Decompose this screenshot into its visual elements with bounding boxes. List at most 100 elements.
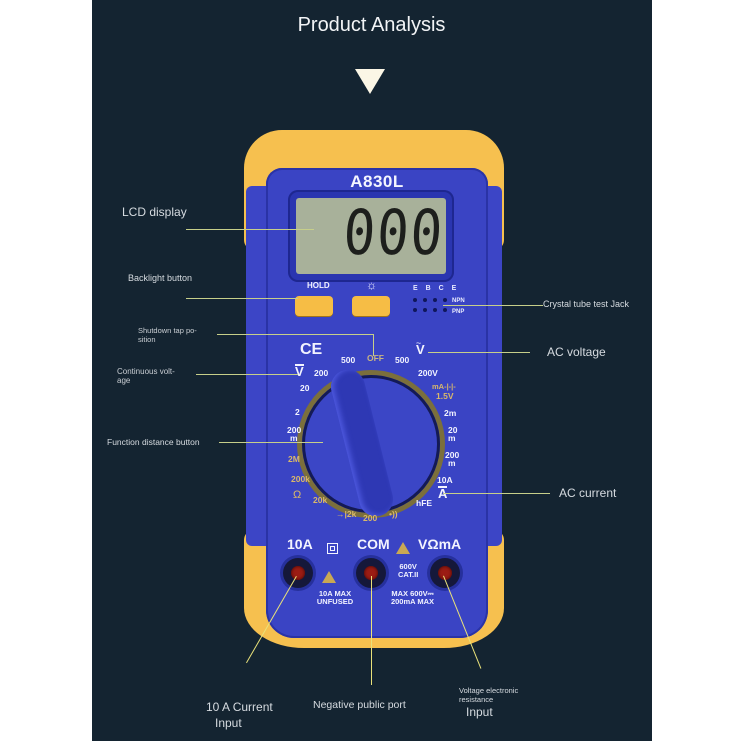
socket-hole [433, 298, 437, 302]
callout-ac-current: AC current [559, 486, 617, 500]
callout-voltage-input: Voltage electronic resistance Input [459, 686, 518, 720]
callout-lcd-display: LCD display [122, 205, 187, 219]
callout-line: Voltage electronic [459, 686, 519, 695]
dial-label: hFE [416, 498, 433, 508]
pnp-label: PNP [452, 309, 465, 315]
callout-ac-voltage: AC voltage [547, 345, 606, 359]
dial-label: 200V [418, 368, 438, 378]
socket-hole [443, 298, 447, 302]
ce-mark: CE [300, 341, 323, 358]
callout-10a-input: 10 A Current Input [206, 699, 273, 731]
down-triangle-icon [355, 69, 385, 94]
leader-line-continuous [196, 374, 298, 375]
dial-label: 10A [437, 475, 453, 485]
callout-shutdown-tap: Shutdown tap po- sition [138, 326, 197, 344]
note-line: UNFUSED [316, 597, 354, 606]
leader-line-com [371, 576, 372, 685]
callout-line: Continuous volt- [117, 367, 175, 376]
lcd-reading: 000 [341, 196, 447, 269]
dial-label: m [448, 433, 456, 443]
model-label: A830L [350, 172, 404, 191]
terminal-vomа-label: VΩmA [418, 536, 462, 552]
ac-voltage-symbol: V [416, 342, 425, 357]
hold-button[interactable] [295, 296, 333, 316]
leader-line-function [219, 442, 323, 443]
dial-label: 500 [395, 355, 410, 365]
terminal-10a-label: 10A [287, 536, 313, 552]
page-title: Product Analysis [297, 14, 446, 36]
dial-label: m [290, 433, 298, 443]
socket-hole [413, 308, 417, 312]
dial-label: 20 [300, 383, 310, 393]
callout-line: Input [466, 705, 493, 719]
square-in-square-icon [327, 543, 338, 554]
dial-label: mA-|-|- [432, 382, 456, 391]
jack-socket [438, 566, 452, 580]
warning-triangle-icon [396, 542, 410, 554]
dial-label: 200 [445, 450, 460, 460]
jack-10a[interactable] [283, 558, 313, 588]
dial-label: 2 [295, 407, 300, 417]
tilde-icon: ~ [416, 338, 422, 348]
dial-label: 20k [313, 495, 328, 505]
com-warning-text: MAX 600V⎓ 200mA MAX [385, 590, 440, 606]
dial-label: 200k [291, 474, 310, 484]
socket-hole [443, 308, 447, 312]
dial-label: →|2k [336, 509, 357, 519]
dial-label: 200 [363, 513, 378, 523]
dial-label: 2M [288, 454, 300, 464]
callout-line: 10 A Current [206, 700, 273, 714]
hfe-socket[interactable] [413, 298, 449, 312]
leader-line-backlight [186, 298, 298, 299]
warning-triangle-icon [322, 571, 336, 583]
ohm-symbol: Ω [293, 489, 302, 501]
callout-negative-port: Negative public port [313, 699, 406, 711]
dial-label: 2m [444, 408, 457, 418]
hold-label: HOLD [307, 281, 330, 290]
callout-backlight-button: Backlight button [128, 273, 193, 283]
note-line: 10A MAX [318, 589, 352, 598]
leader-line-crystal [443, 305, 543, 306]
socket-hole [433, 308, 437, 312]
leader-line-shutdown [217, 334, 374, 335]
continuity-icon: •)) [389, 509, 398, 519]
callout-continuous-voltage: Continuous volt- age [117, 367, 175, 385]
dial-label: 200 [287, 425, 302, 435]
callout-line: age [117, 376, 131, 385]
backlight-button[interactable] [352, 296, 390, 316]
transistor-pin-labels: E B C E [413, 285, 460, 292]
dial-label: 20 [448, 425, 458, 435]
cat-rating: 600V CAT.II [398, 563, 418, 579]
dc-voltage-symbol: V [295, 364, 304, 379]
socket-hole [423, 298, 427, 302]
jack-vomа[interactable] [430, 558, 460, 588]
dial-label: m [448, 458, 456, 468]
jack-socket [364, 566, 378, 580]
voltage-rating: 600V [399, 562, 417, 571]
callout-line: resistance [459, 695, 494, 704]
npn-label: NPN [452, 298, 465, 304]
socket-hole [423, 308, 427, 312]
callout-line: sition [138, 335, 156, 344]
callout-line: Shutdown tap po- [138, 326, 197, 335]
dc-current-symbol: A [438, 486, 448, 500]
terminal-com-label: COM [357, 536, 390, 552]
callout-line: Input [215, 716, 242, 730]
dial-label: 200 [314, 368, 329, 378]
dial-label: 500 [341, 355, 356, 365]
note-line: 200mA MAX [390, 597, 435, 606]
sun-icon: ☼ [366, 278, 377, 292]
dial-label: 1.5V [436, 391, 454, 401]
dial-off: OFF [367, 353, 384, 363]
leader-line-lcd [186, 229, 314, 230]
10a-warning-text: 10A MAX UNFUSED [310, 590, 360, 606]
leader-line-ac-voltage [428, 352, 530, 353]
callout-function-distance: Function distance button [107, 437, 200, 447]
socket-hole [413, 298, 417, 302]
note-line: MAX 600V⎓ [391, 589, 434, 598]
category-rating: CAT.II [398, 570, 419, 579]
leader-line-ac-current [443, 493, 550, 494]
lcd-display [296, 198, 446, 274]
leader-line-shutdown-vertical [373, 334, 374, 356]
jack-socket [291, 566, 305, 580]
